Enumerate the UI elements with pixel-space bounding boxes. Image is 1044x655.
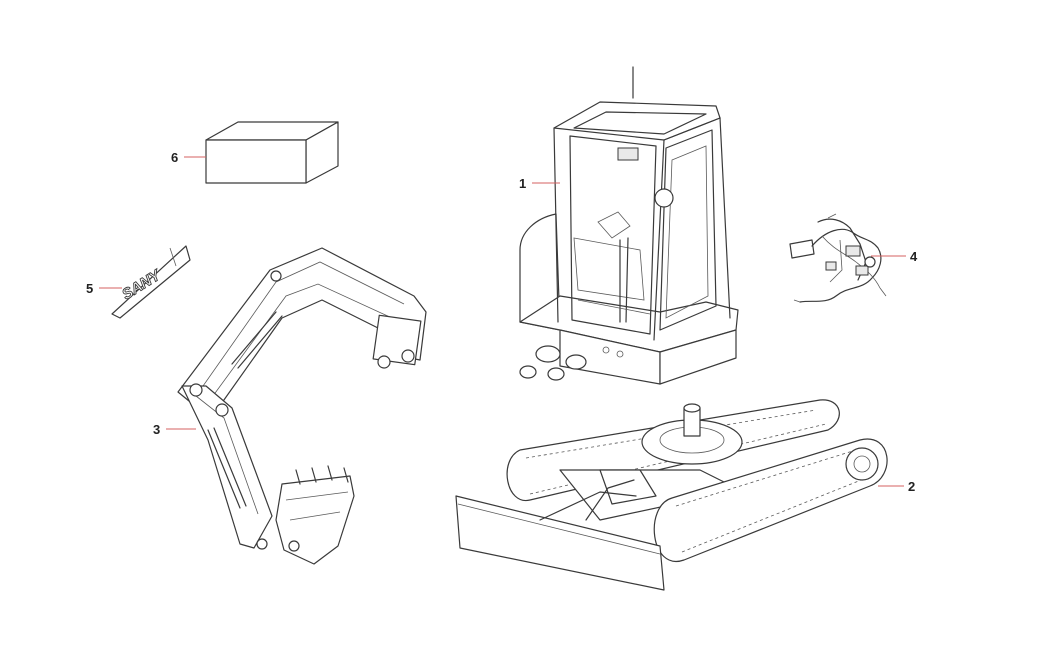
callout-4[interactable]: 4 (910, 249, 918, 264)
part-1-cab[interactable] (519, 66, 739, 385)
callout-3[interactable]: 3 (153, 422, 160, 437)
part-6-box[interactable] (205, 121, 339, 184)
callout-2[interactable]: 2 (908, 479, 915, 494)
part-4-wiring-harness[interactable] (789, 213, 887, 303)
callout-5[interactable]: 5 (86, 281, 93, 296)
part-2-undercarriage[interactable] (455, 399, 888, 591)
callout-1[interactable]: 1 (519, 176, 526, 191)
callout-6[interactable]: 6 (171, 150, 178, 165)
part-3-boom-arm-bucket[interactable] (177, 247, 427, 565)
part-5-decal[interactable]: SANY (111, 245, 191, 319)
